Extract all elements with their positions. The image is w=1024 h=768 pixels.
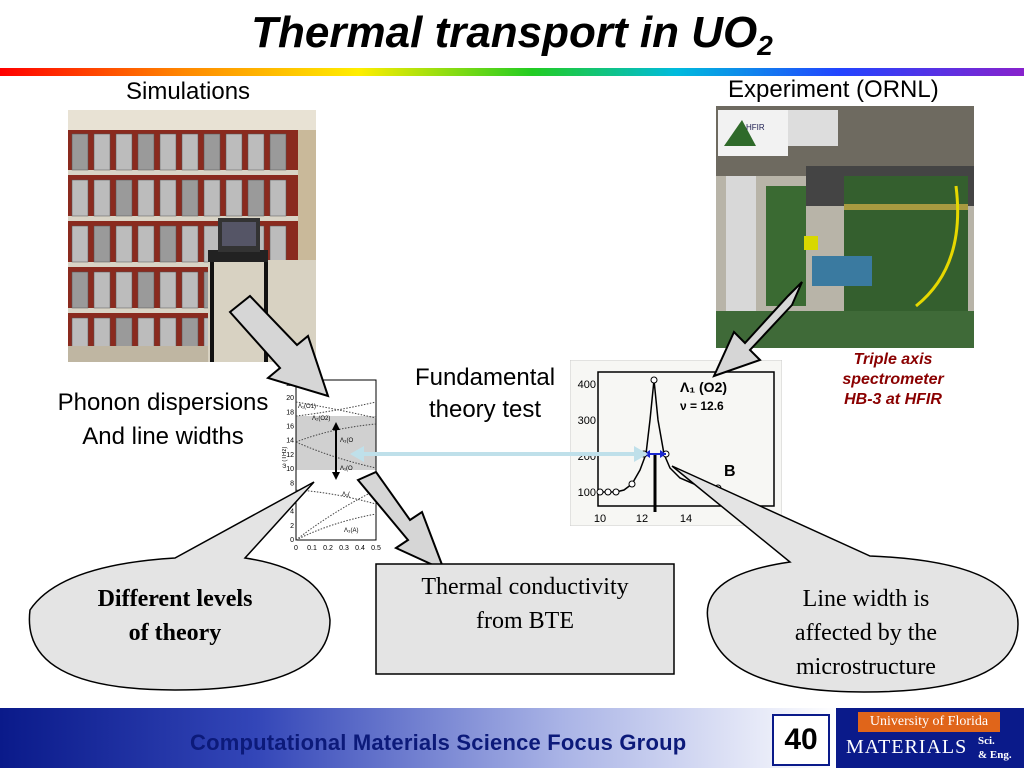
bubble-left-text: Different levels of theory [60,582,290,650]
bubble-left-line-1: Different levels [97,586,253,612]
peak-data-point [702,482,710,490]
dispersion-x-tick: 0 [294,545,298,552]
dispersion-x-tick: 0.3 [339,545,349,552]
peak-x-tick: 14 [680,513,692,525]
peak-x-tick: 12 [636,513,648,525]
dispersion-y-tick: 10 [286,466,294,473]
triple-line-2: spectrometer [842,371,944,388]
peak-annotation-label: Λ₁ (O2) [680,379,727,395]
dispersion-x-tick: 0.4 [355,545,365,552]
bte-line-2: from BTE [476,608,574,634]
peak-data-point [714,484,722,492]
uf-name: University of Florida [858,712,1000,732]
peak-data-point [650,376,658,384]
fundamental-line-2: theory test [428,396,542,423]
dispersion-y-tick: 8 [290,480,294,487]
footer-group-name: Computational Materials Science Focus Gr… [190,730,687,755]
phonon-dispersions-text: Phonon dispersions And line widths [38,386,288,454]
branch-label-5: Λ₁( [342,492,350,498]
uf-sci-eng: Sci. & Eng. [978,734,1012,762]
peak-y-tick: 200 [578,451,596,463]
slide-title: Thermal transport in UO2 [0,8,1024,62]
server-rack-photo [68,110,316,362]
simulations-label: Simulations [126,78,251,105]
dispersion-branch [295,423,377,443]
peak-panel-letter: B [724,463,736,480]
bubble-right-line-3: microstructure [796,654,936,680]
dispersion-x-tick: 0.1 [307,545,317,552]
svg-text:HFIR: HFIR [746,123,765,132]
dispersion-branch [295,401,377,419]
dispersion-y-tick: 2 [290,523,294,530]
dispersion-y-tick: 0 [290,537,294,544]
spectrometer-photo: HFIR [716,106,974,348]
triple-axis-caption: Triple axis spectrometer HB-3 at HFIR [808,350,978,410]
bubble-right-text: Line width is affected by the microstruc… [746,582,986,684]
dispersion-y-tick: 18 [286,409,294,416]
bte-line-1: Thermal conductivity [421,574,629,600]
linewidth-peak-plot: 400 300 200 100 10 12 14 Λ₁ (O2) ν = 12.6 B [570,360,782,526]
phonon-line-2: And line widths [82,423,244,450]
dispersion-y-label: ω (THz) [282,447,288,468]
dispersion-branch [295,401,377,417]
peak-data-point [604,488,612,496]
uf-eng: & Eng. [978,749,1012,761]
branch-label-2: Λ₂(O2) [312,416,330,422]
peak-x-tick: 10 [594,513,606,525]
triple-line-1: Triple axis [853,351,933,368]
peak-y-tick: 300 [578,415,596,427]
dispersion-x-tick: 0.2 [323,545,333,552]
branch-label-4: Λ₁(O [340,466,353,472]
uf-materials-text: MATERIALS [846,736,968,758]
bubble-left-line-2: of theory [128,620,222,646]
dispersion-y-tick: 4 [290,509,294,516]
bubble-right-line-1: Line width is [802,586,930,612]
phonon-line-1: Phonon dispersions [57,389,269,416]
peak-data-point [628,480,636,488]
fundamental-theory-text: Fundamental theory test [400,362,570,426]
bubble-right-line-2: affected by the [794,620,938,646]
branch-label-6: Λ₃(A) [344,528,358,534]
page-number: 40 [772,714,830,766]
peak-annotation-nu: ν = 12.6 [680,399,724,413]
dispersion-y-tick: 20 [286,395,294,402]
fundamental-line-1: Fundamental [414,364,556,391]
dispersion-x-tick: 0.5 [371,545,381,552]
dispersion-y-tick: 6 [290,494,294,501]
dispersion-y-tick: 14 [286,438,294,445]
peak-y-tick: 400 [578,379,596,391]
bte-box-text: Thermal conductivity from BTE [380,570,670,638]
peak-y-tick: 100 [578,487,596,499]
peak-data-point [596,488,604,496]
experiment-label: Experiment (ORNL) [728,76,939,103]
triple-line-3: HB-3 at HFIR [844,391,942,408]
dispersion-y-tick: 12 [286,452,294,459]
rainbow-divider [0,68,1024,76]
branch-label-3: Λ₃(O [340,438,353,444]
slide-title-subscript: 2 [757,30,773,61]
branch-label-1: Λ₁(O1) [298,404,316,410]
uf-sci: Sci. [978,735,995,747]
dispersion-branch [295,441,377,469]
slide-title-text: Thermal transport in UO [251,8,758,57]
dispersion-y-tick: 16 [286,424,294,431]
peak-data-point [612,488,620,496]
